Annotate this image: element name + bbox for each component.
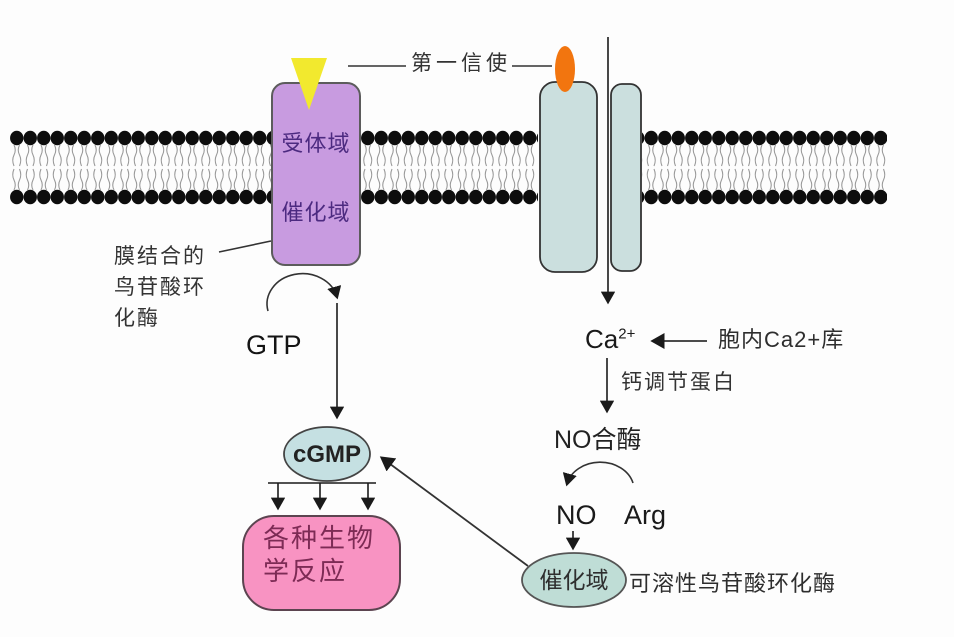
soluble-gc-to-cgmp-arrow (379, 456, 529, 567)
bio-reactions-label: 各种生物 学反应 (263, 522, 375, 588)
receptor-protein-shape (271, 82, 361, 266)
soluble-catalytic-node-shape (521, 552, 627, 608)
membrane-gc-line3: 化酶 (114, 307, 160, 330)
calcium-symbol: Ca (585, 324, 619, 354)
arg-label: Arg (624, 500, 667, 530)
channel-right-subunit-shape (610, 83, 642, 272)
soluble-gc-label: 可溶性鸟苷酸环化酶 (629, 571, 837, 596)
membrane-gc-connector (218, 240, 272, 253)
receptor-domain-label: 受体域 (281, 131, 351, 156)
soluble-catalytic-domain-label: 催化域 (539, 567, 609, 593)
ligand-triangle-icon (291, 58, 327, 110)
calcium-store-label: 胞内Ca2+库 (718, 327, 845, 352)
calcium-regulator-label: 钙调节蛋白 (621, 371, 736, 394)
membrane-segment-right (642, 130, 887, 205)
membrane-segment-middle (360, 130, 538, 205)
gtp-reaction-arc (266, 272, 342, 312)
cgmp-node-shape (283, 426, 371, 482)
ligand-oval-icon (555, 46, 575, 92)
membrane-gc-line2: 鸟苷酸环 (114, 276, 206, 299)
nos-reaction-arc (562, 461, 634, 487)
membrane-segment-left (10, 130, 272, 205)
channel-left-subunit-shape (539, 81, 598, 273)
bio-reactions-line1: 各种生物 (263, 523, 376, 553)
calcium-charge: 2+ (618, 325, 636, 343)
bio-reactions-box-shape (242, 515, 401, 611)
catalytic-domain-label: 催化域 (281, 200, 351, 225)
gtp-label: GTP (246, 330, 302, 360)
no-label: NO (556, 500, 597, 530)
no-synthase-label: NO合酶 (554, 426, 642, 454)
calcium-label: Ca2+ (585, 324, 636, 355)
first-messenger-label: 第一信使 (411, 52, 511, 75)
cgmp-label: cGMP (292, 441, 361, 468)
membrane-gc-line1: 膜结合的 (114, 245, 206, 268)
membrane-gc-label: 膜结合的 鸟苷酸环 化酶 (114, 241, 206, 334)
bio-reactions-line2: 学反应 (263, 556, 348, 586)
